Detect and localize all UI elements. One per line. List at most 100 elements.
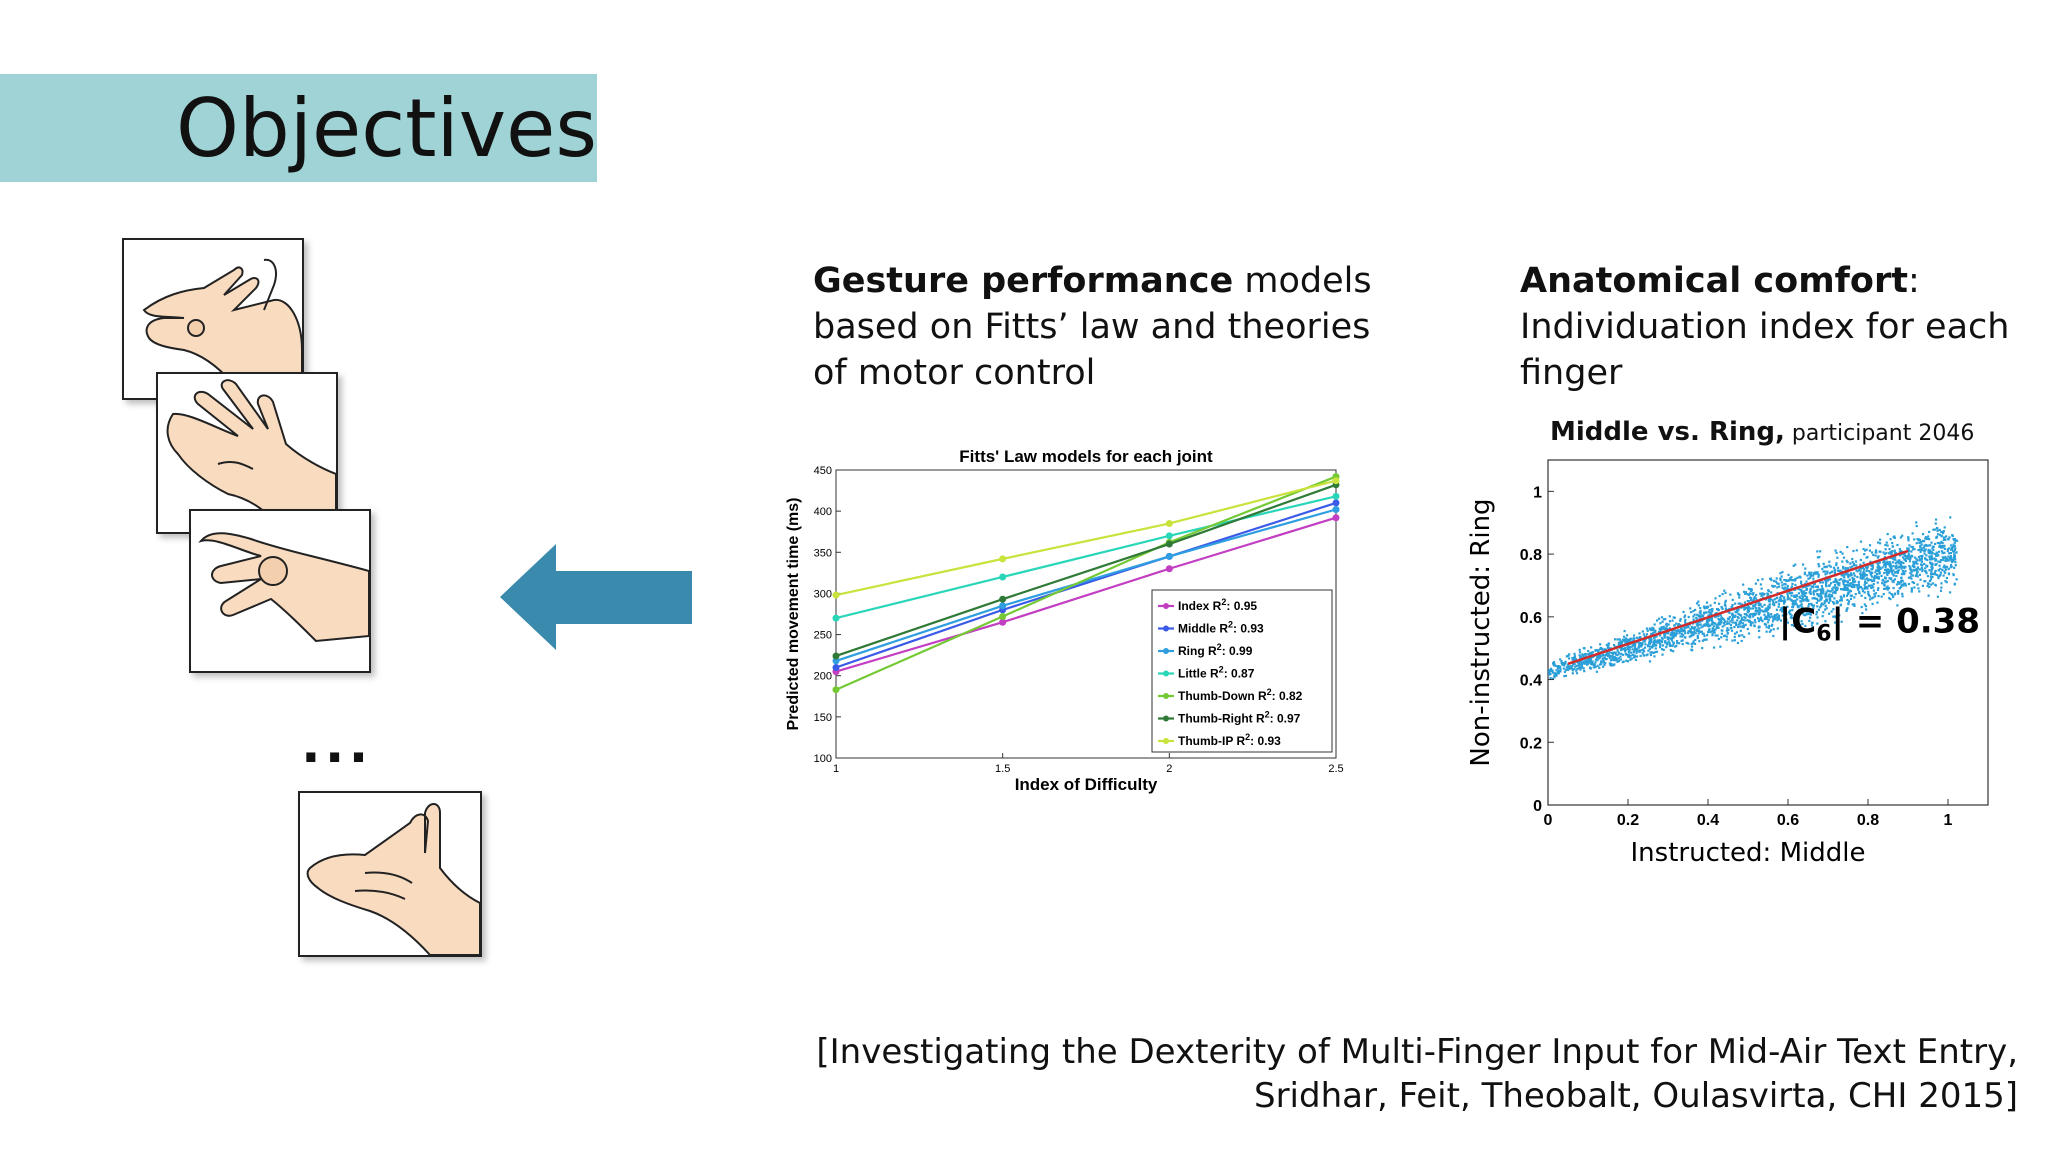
scatter-point [1892,558,1896,561]
scatter-point [1805,588,1808,592]
scatter-point [1568,653,1571,656]
scatter-point [1759,592,1762,595]
scatter-point [1668,627,1671,630]
scatter-point [1610,651,1614,655]
scatter-point [1865,569,1868,573]
scatter-point [1602,665,1605,668]
scatter-point [1758,607,1761,610]
scatter-point [1946,548,1949,551]
scatter-point [1830,593,1833,597]
series-point-little [999,573,1007,581]
scatter-point [1565,655,1568,658]
scatter-point [1688,635,1691,638]
scatter-point [1838,578,1841,581]
scatter-point [1776,582,1779,585]
scatter-point [1809,592,1812,596]
scatter-point [1894,571,1897,574]
scatter-point [1706,606,1709,609]
scatter-point [1808,571,1811,574]
scatter-point [1822,603,1825,606]
scatter-point [1734,622,1738,625]
scatter-point [1697,632,1700,635]
scatter-point [1648,637,1651,640]
scatter-point [1777,614,1781,617]
scatter-point [1892,579,1895,582]
scatter-point [1820,598,1823,601]
scatter-point [1779,572,1782,575]
scatter-point [1907,553,1910,556]
scatter-point [1920,563,1923,567]
scatter-point [1825,585,1828,588]
scatter-point [1783,617,1786,620]
scatter-point [1749,592,1752,595]
scatter-point [1944,571,1947,574]
scatter-point [1648,642,1652,645]
scatter-point [1580,656,1583,659]
scatter-point [1603,657,1606,660]
scatter-point [1841,552,1844,555]
x-tick-label: 0 [1544,812,1553,829]
scatter-point [1847,591,1850,594]
scatter-point [1889,567,1893,570]
scatter-point [1843,579,1846,582]
scatter-point [1661,626,1664,629]
scatter-point [1754,607,1757,610]
scatter-point [1672,642,1675,645]
scatter-point [1826,572,1829,575]
scatter-point [1833,583,1837,587]
scatter-point [1737,623,1740,626]
scatter-point [1646,629,1649,632]
scatter-point [1560,661,1563,664]
scatter-point [1753,613,1757,616]
anatomical-comfort-text: Anatomical comfort: Individuation index … [1520,258,2009,396]
scatter-point [1834,580,1837,584]
scatter-point [1690,634,1693,638]
scatter-point [1751,607,1755,610]
scatter-point [1952,550,1955,553]
scatter-point [1597,657,1600,660]
scatter-point [1766,621,1770,624]
scatter-point [1793,588,1796,592]
scatter-point [1889,538,1892,541]
scatter-point [1886,572,1889,575]
scatter-point [1621,638,1625,641]
scatter-point [1816,589,1819,592]
scatter-point [1563,670,1566,674]
scatter-point [1629,654,1632,658]
scatter-point [1744,623,1747,626]
scatter-point [1920,566,1923,570]
scatter-point [1931,557,1934,561]
scatter-point [1926,584,1929,588]
scatter-point [1603,663,1606,666]
scatter-point [1634,644,1637,647]
scatter-point [1747,608,1750,611]
scatter-point [1775,577,1778,580]
scatter-point [1617,657,1621,660]
scatter-point [1757,629,1761,632]
scatter-point [1862,570,1865,573]
scatter-point [1642,633,1645,636]
scatter-point [1685,626,1688,629]
scatter-point [1555,665,1558,668]
scatter-point [1562,661,1565,665]
scatter-point [1613,643,1616,647]
scatter-point [1764,623,1768,626]
scatter-point [1745,606,1748,609]
scatter-point [1698,611,1701,614]
scatter-point [1781,599,1785,602]
scatter-point [1851,586,1854,589]
scatter-point [1762,593,1765,596]
scatter-point [1939,560,1942,564]
scatter-point [1871,584,1874,587]
scatter-point [1848,589,1851,592]
scatter-point [1832,566,1836,569]
scatter-point [1876,562,1879,565]
scatter-point [1548,673,1551,676]
scatter-point [1892,595,1895,599]
scatter-point [1866,565,1869,568]
scatter-point [1638,643,1641,646]
scatter-point [1830,610,1833,613]
scatter-point [1834,621,1837,624]
scatter-point [1853,585,1856,588]
scatter-point [1854,580,1857,583]
